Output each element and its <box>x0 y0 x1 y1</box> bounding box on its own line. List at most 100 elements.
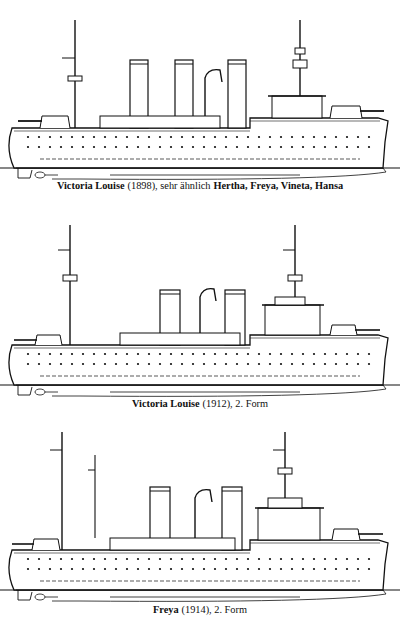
porthole <box>324 353 326 355</box>
porthole <box>60 363 62 365</box>
porthole <box>291 558 293 560</box>
caption-text: Victoria Louise <box>132 398 200 409</box>
caption-line: Victoria Louise(1898), sehr ähnlichHerth… <box>0 180 400 191</box>
porthole <box>82 146 84 148</box>
caption-text: Victoria Louise <box>57 180 125 191</box>
porthole <box>346 136 348 138</box>
porthole <box>159 363 161 365</box>
porthole <box>368 558 370 560</box>
porthole <box>236 146 238 148</box>
porthole <box>258 558 260 560</box>
porthole <box>93 363 95 365</box>
porthole <box>159 353 161 355</box>
porthole <box>93 146 95 148</box>
porthole <box>104 558 106 560</box>
porthole <box>247 568 249 570</box>
porthole <box>225 568 227 570</box>
porthole <box>27 136 29 138</box>
porthole-row <box>27 353 370 355</box>
porthole <box>335 568 337 570</box>
porthole <box>60 353 62 355</box>
porthole <box>269 568 271 570</box>
porthole <box>126 363 128 365</box>
porthole <box>60 558 62 560</box>
porthole <box>27 558 29 560</box>
porthole <box>181 146 183 148</box>
porthole <box>302 353 304 355</box>
porthole <box>137 568 139 570</box>
porthole <box>313 568 315 570</box>
porthole <box>181 136 183 138</box>
porthole <box>269 363 271 365</box>
porthole <box>280 568 282 570</box>
caption-text: (1898), sehr ähnlich <box>128 180 211 191</box>
porthole <box>137 353 139 355</box>
porthole <box>38 146 40 148</box>
porthole <box>357 363 359 365</box>
porthole <box>71 558 73 560</box>
porthole <box>93 353 95 355</box>
porthole-row <box>27 146 370 148</box>
porthole <box>346 558 348 560</box>
porthole <box>247 353 249 355</box>
porthole <box>368 353 370 355</box>
porthole <box>236 568 238 570</box>
porthole <box>357 568 359 570</box>
porthole <box>302 136 304 138</box>
porthole <box>71 568 73 570</box>
porthole <box>181 568 183 570</box>
porthole <box>192 353 194 355</box>
porthole <box>280 558 282 560</box>
porthole <box>126 568 128 570</box>
porthole <box>368 136 370 138</box>
porthole <box>247 558 249 560</box>
porthole <box>192 568 194 570</box>
porthole <box>115 146 117 148</box>
porthole <box>71 136 73 138</box>
porthole <box>225 353 227 355</box>
porthole <box>115 363 117 365</box>
porthole <box>71 146 73 148</box>
porthole <box>357 146 359 148</box>
porthole <box>104 568 106 570</box>
porthole <box>368 146 370 148</box>
porthole <box>82 558 84 560</box>
porthole-row <box>27 136 370 138</box>
porthole <box>346 363 348 365</box>
porthole <box>258 568 260 570</box>
porthole <box>236 353 238 355</box>
porthole-row <box>27 558 370 560</box>
ship-drawing <box>0 432 400 601</box>
porthole <box>258 146 260 148</box>
porthole <box>346 353 348 355</box>
porthole <box>170 568 172 570</box>
porthole <box>71 363 73 365</box>
porthole <box>49 558 51 560</box>
porthole <box>104 146 106 148</box>
porthole <box>214 146 216 148</box>
porthole <box>280 353 282 355</box>
porthole <box>115 136 117 138</box>
porthole <box>137 558 139 560</box>
porthole <box>357 136 359 138</box>
porthole <box>159 146 161 148</box>
porthole <box>335 558 337 560</box>
porthole <box>137 363 139 365</box>
caption-text: Hertha, Freya, Vineta, Hansa <box>213 180 343 191</box>
porthole <box>49 136 51 138</box>
porthole <box>49 363 51 365</box>
porthole <box>291 568 293 570</box>
porthole <box>148 568 150 570</box>
porthole <box>181 353 183 355</box>
caption-line: Freya(1914), 2. Form <box>0 604 400 615</box>
porthole <box>93 136 95 138</box>
porthole <box>38 568 40 570</box>
ship-drawing <box>0 225 400 396</box>
porthole <box>203 558 205 560</box>
porthole <box>27 146 29 148</box>
porthole <box>115 558 117 560</box>
porthole <box>258 353 260 355</box>
porthole <box>214 136 216 138</box>
porthole <box>324 136 326 138</box>
